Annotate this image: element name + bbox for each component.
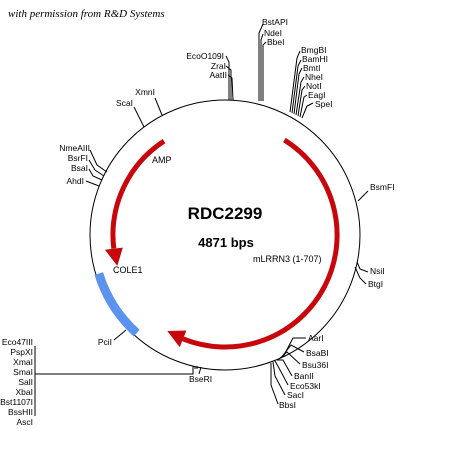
site-label-xmai: XmaI	[13, 357, 33, 367]
amp-arrowhead	[104, 247, 123, 266]
feature-label-mlrrn3: mLRRN3 (1-707)	[253, 254, 322, 264]
restriction-site-labels: BstAPI NdeI BbeI BmgBI BamHI BmtI NheI N…	[0, 17, 394, 427]
tick-bbei	[262, 41, 267, 101]
site-label-nhei: NheI	[305, 72, 323, 82]
site-label-aari: AarI	[308, 333, 324, 343]
site-label-pspxi: PspXI	[10, 347, 33, 357]
site-label-noti: NotI	[306, 81, 322, 91]
site-label-bstapi: BstAPI	[262, 17, 288, 27]
tick-noti	[297, 85, 306, 117]
site-label-bmgbi: BmgBI	[301, 45, 327, 55]
site-label-eco53ki: Eco53kI	[290, 381, 321, 391]
tick-pcii	[113, 329, 127, 341]
tick-aari	[282, 337, 306, 358]
site-label-bbsi: BbsI	[279, 400, 296, 410]
site-label-nsii: NsiI	[370, 266, 385, 276]
tick-bamhi	[291, 59, 302, 114]
site-label-scai: ScaI	[116, 98, 133, 108]
tick-btgi	[354, 266, 367, 285]
tick-saci	[272, 361, 286, 396]
tick-ecoo109i	[225, 55, 230, 100]
site-label-aatii: AatII	[210, 70, 227, 80]
tick-eco53ki	[274, 360, 289, 386]
site-label-btgi: BtgI	[368, 279, 383, 289]
site-label-bsrfi: BsrFI	[68, 153, 88, 163]
site-label-ecoo109i: EcoO109I	[186, 51, 224, 61]
site-label-ahdi: AhdI	[67, 176, 85, 186]
tick-eagi	[299, 94, 308, 118]
tick-nmeaiii	[89, 149, 108, 173]
site-label-smai: SmaI	[13, 367, 33, 377]
site-label-bsshii: BssHII	[8, 407, 33, 417]
site-label-sali: SalI	[18, 377, 33, 387]
mlrrn3-arrowhead	[167, 330, 187, 348]
site-label-bst1107i: Bst1107I	[0, 397, 33, 407]
site-label-bsmfi: BsmFI	[370, 182, 395, 192]
site-label-eagi: EagI	[308, 90, 326, 100]
tick-aatii	[227, 74, 234, 101]
tick-xmni	[154, 97, 163, 116]
site-label-zrai: ZraI	[211, 61, 226, 71]
tick-bstapi	[258, 23, 264, 101]
site-label-pcii: PciI	[98, 337, 112, 347]
site-label-asci: AscI	[16, 417, 33, 427]
site-label-bsu36i: Bsu36I	[302, 360, 328, 370]
amp-feature-arrow	[110, 139, 166, 249]
tick-bsu36i	[278, 351, 301, 365]
tick-bbsi	[270, 363, 279, 405]
tick-bsai	[88, 168, 103, 181]
tick-zrai	[225, 65, 232, 100]
tick-nsii	[356, 261, 369, 273]
tick-smai-main	[35, 366, 194, 375]
site-label-saci: SacI	[287, 390, 304, 400]
site-label-xbai: XbaI	[16, 387, 34, 397]
tick-ahdi	[85, 180, 100, 187]
credit-text: with permission from R&D Systems	[8, 8, 165, 20]
site-label-banii: BanII	[294, 371, 314, 381]
tick-scai	[133, 106, 145, 128]
tick-nhei	[295, 76, 305, 116]
plasmid-name: RDC2299	[188, 204, 263, 223]
tick-bsmfi	[357, 190, 369, 202]
tick-spei	[301, 102, 314, 119]
tick-bsabi	[280, 344, 305, 359]
site-label-bsabi: BsaBI	[306, 348, 329, 358]
tick-bmgbi	[289, 50, 301, 113]
site-label-bseri: BseRI	[189, 374, 212, 384]
plasmid-backbone	[89, 99, 361, 371]
tick-bseri	[198, 366, 202, 375]
plasmid-size: 4871 bps	[198, 235, 254, 250]
site-label-bamhi: BamHI	[302, 54, 328, 64]
tick-bmti	[293, 67, 303, 115]
site-label-spei: SpeI	[315, 99, 333, 109]
feature-label-cole1: COLE1	[113, 265, 143, 275]
feature-label-amp: AMP	[152, 155, 172, 165]
site-label-xmni: XmnI	[135, 87, 155, 97]
tick-banii	[277, 359, 293, 377]
tick-bsrfi	[88, 159, 105, 177]
site-label-ndei: NdeI	[264, 28, 282, 38]
site-label-bmti: BmtI	[303, 63, 320, 73]
tick-ndei	[260, 33, 264, 101]
site-label-nmeaiii: NmeAIII	[59, 143, 90, 153]
cole1-origin-arc	[94, 272, 140, 337]
site-label-bbei: BbeI	[267, 37, 285, 47]
restriction-site-ticks	[34, 23, 369, 416]
mlrrn3-feature-arrow	[182, 137, 340, 350]
site-label-bsai: BsaI	[71, 163, 88, 173]
site-label-eco47iii: Eco47III	[2, 337, 33, 347]
